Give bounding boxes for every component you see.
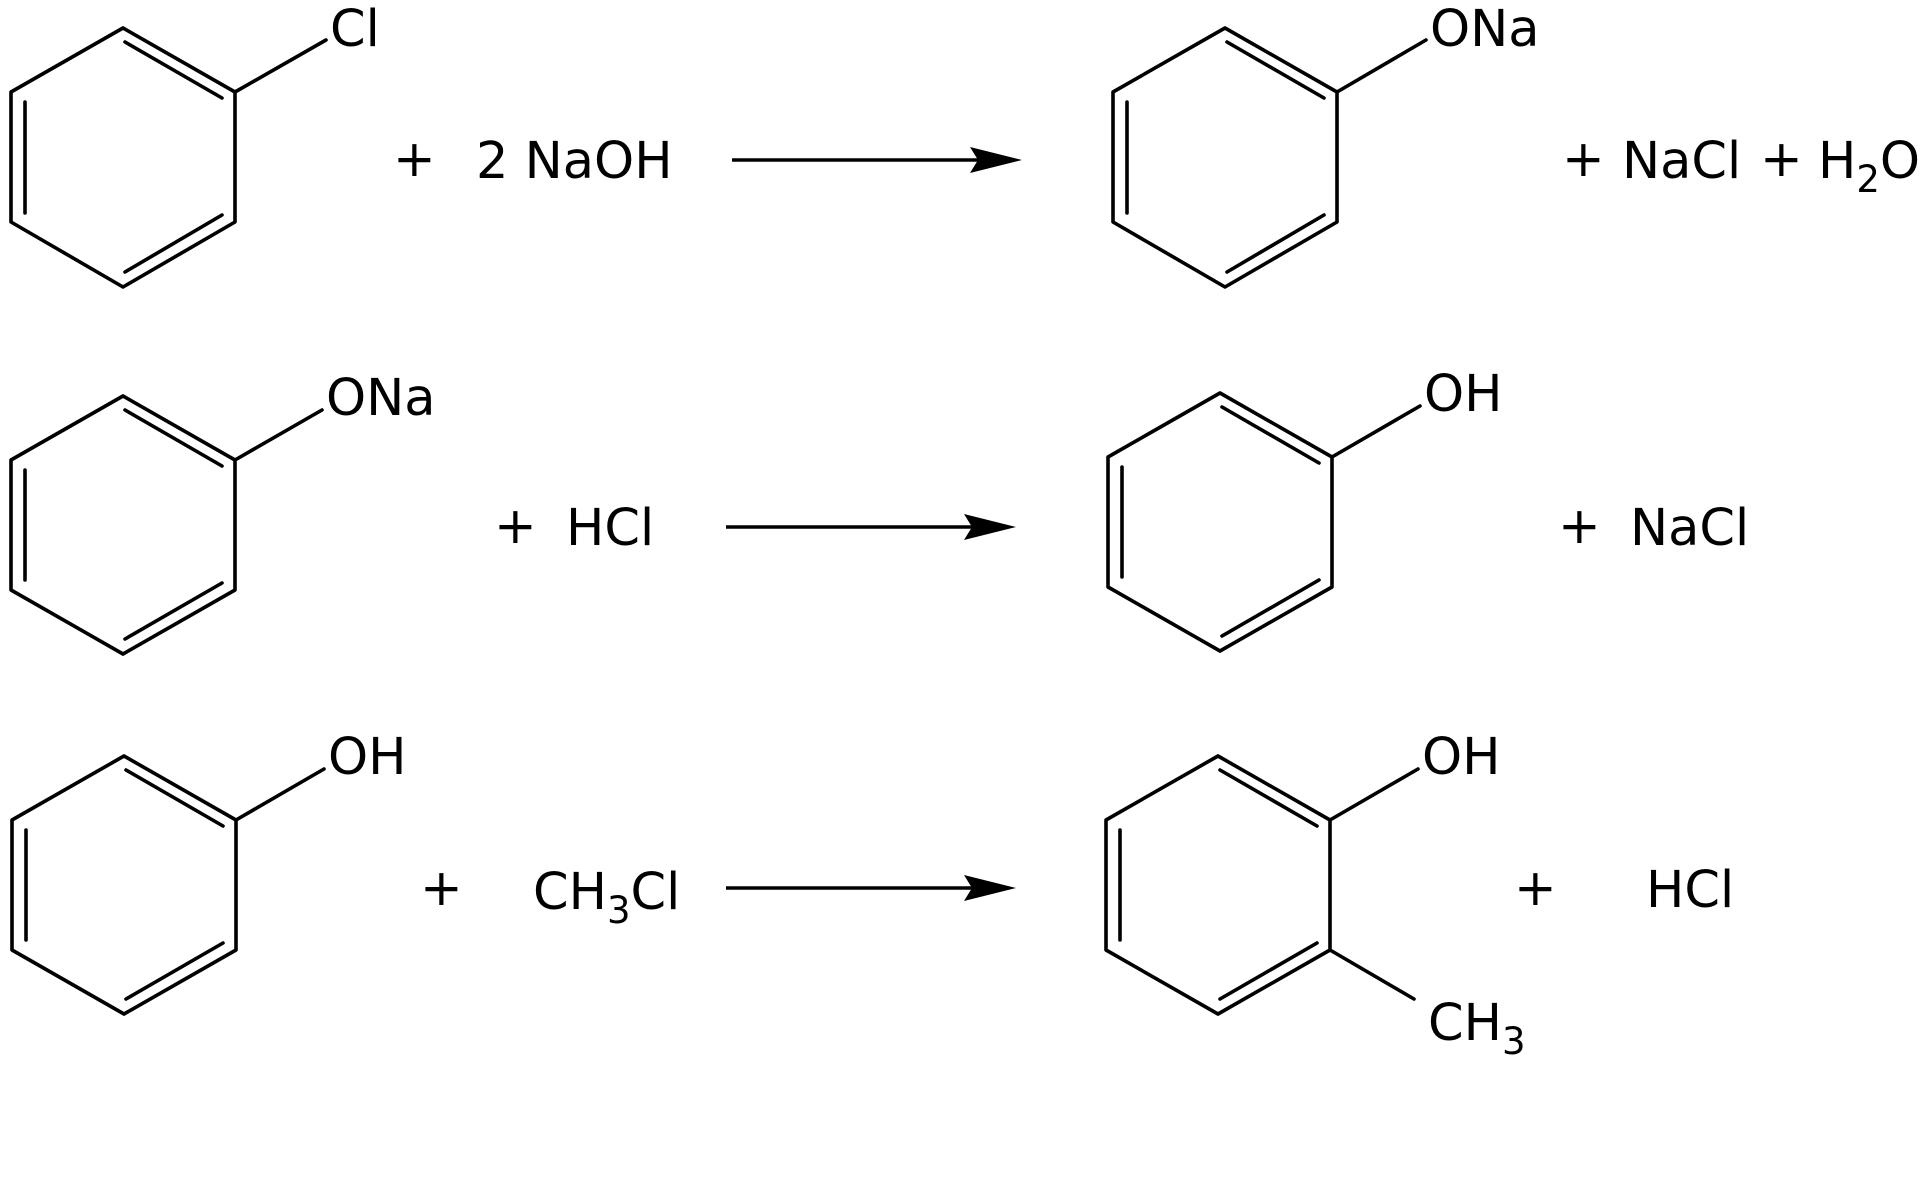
- reaction-arrow: [732, 147, 1022, 173]
- reaction-1: Cl + 2 NaOH ONa + NaCl + H2O: [9, 0, 1920, 289]
- hydroxyl-label: OH: [328, 728, 407, 787]
- benzene-ring: [1106, 391, 1334, 653]
- substituent-bond: [234, 767, 326, 822]
- double-bond: [1225, 40, 1326, 100]
- benzene-ring: [1111, 26, 1339, 289]
- substituent-bond: [1330, 404, 1422, 459]
- water-label: H2O: [1818, 132, 1920, 201]
- plus-sign: +: [420, 859, 463, 918]
- double-bond: [1225, 213, 1326, 274]
- double-bond: [1218, 768, 1319, 828]
- water-main: H: [1818, 132, 1856, 191]
- sodium-phenoxide-structure: ONa: [1111, 0, 1540, 289]
- reaction-arrow: [726, 514, 1016, 540]
- sodium-oxide-label: ONa: [326, 369, 436, 428]
- methyl-chloride-label: CH3Cl: [533, 863, 680, 932]
- substituent-bond: [1328, 948, 1416, 1001]
- methyl-chloride-tail: Cl: [631, 863, 681, 922]
- chlorine-label: Cl: [330, 0, 380, 59]
- hydroxyl-label: OH: [1422, 728, 1501, 787]
- benzene-ring: [10, 754, 238, 1016]
- benzene-ring: [9, 26, 237, 289]
- reagent-label: 2 NaOH: [476, 132, 673, 191]
- double-bond: [123, 408, 224, 468]
- methyl-main: CH: [533, 863, 607, 922]
- double-bond: [124, 768, 225, 828]
- plus-sign: +: [1514, 859, 1557, 918]
- double-bond: [1218, 941, 1319, 1001]
- ortho-cresol-structure: OH CH3: [1104, 728, 1526, 1063]
- double-bond: [1220, 405, 1321, 465]
- substituent-bond: [1328, 767, 1420, 822]
- plus-sign: +: [1562, 130, 1605, 189]
- benzene-ring: [9, 394, 237, 656]
- methyl-label: CH3: [1428, 994, 1526, 1063]
- methyl-main: CH: [1428, 994, 1502, 1053]
- reaction-arrow: [726, 875, 1016, 901]
- hydroxyl-label: OH: [1424, 365, 1503, 424]
- reaction-2: ONa + HCl OH + NaCl: [9, 365, 1749, 656]
- sodium-chloride-label: NaCl: [1630, 499, 1749, 558]
- reaction-3: OH + CH3Cl OH CH3 + HCl: [10, 728, 1734, 1063]
- double-bond: [123, 581, 224, 641]
- water-subscript: 2: [1856, 158, 1880, 201]
- water-tail: O: [1880, 132, 1920, 191]
- methyl-subscript: 3: [607, 889, 631, 932]
- plus-sign: +: [1558, 497, 1601, 556]
- double-bond: [1220, 578, 1321, 638]
- plus-sign: +: [393, 130, 436, 189]
- plus-sign: +: [494, 497, 537, 556]
- phenol-structure: OH: [10, 728, 407, 1016]
- methyl-subscript: 3: [1502, 1020, 1526, 1063]
- substituent-bond: [1335, 38, 1428, 94]
- reagent-label: HCl: [566, 499, 654, 558]
- plus-sign: +: [1760, 130, 1803, 189]
- phenol-structure: OH: [1106, 365, 1503, 653]
- double-bond: [123, 213, 224, 274]
- substituent-bond: [233, 38, 328, 94]
- benzene-ring: [1104, 754, 1332, 1016]
- sodium-phenoxide-structure: ONa: [9, 369, 436, 656]
- hydrogen-chloride-label: HCl: [1646, 861, 1734, 920]
- sodium-oxide-label: ONa: [1430, 0, 1540, 59]
- double-bond: [123, 40, 224, 100]
- double-bond: [124, 941, 225, 1001]
- sodium-chloride-label: NaCl: [1622, 132, 1741, 191]
- substituent-bond: [233, 408, 324, 462]
- chlorobenzene-structure: Cl: [9, 0, 380, 289]
